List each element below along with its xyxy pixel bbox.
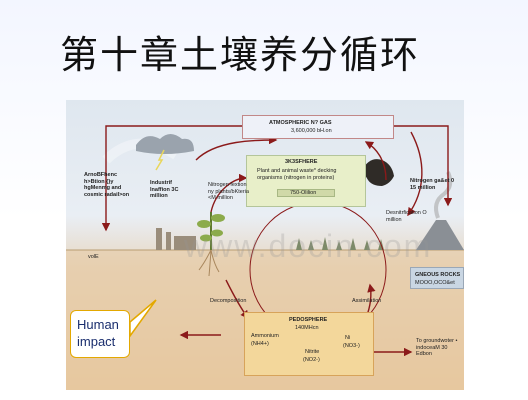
igneous-rocks-box: GNEOUS ROCKS MOOO,OCO&et bbox=[410, 267, 464, 289]
decomposition-label: Decomposition bbox=[210, 298, 247, 304]
nitrite-label: Nitrite bbox=[305, 349, 320, 355]
nitrogen-gas-text: Nitrogen ga&et 0 15 million bbox=[410, 178, 455, 191]
rocks-value: MOOO,OCO&et bbox=[415, 280, 455, 286]
page-title: 第十章土壤养分循环 bbox=[60, 33, 421, 77]
biosphere-box: 3K3SFHERE Plant and animal waste* deckin… bbox=[246, 155, 366, 207]
denitrification-text: Desnitrfication O million bbox=[386, 210, 427, 223]
plant-illustration bbox=[197, 212, 225, 277]
lightning-bolt bbox=[155, 149, 165, 171]
volcano bbox=[416, 220, 464, 250]
volcano-smoke bbox=[434, 171, 453, 219]
ammonium-formula: (NH4+) bbox=[251, 341, 269, 347]
factory bbox=[156, 228, 196, 250]
callout-line-1: Human bbox=[77, 317, 119, 332]
volcanic-text: volE bbox=[88, 254, 99, 260]
rocks-label: GNEOUS ROCKS bbox=[415, 272, 461, 278]
lightning-text: ArnoBFhenc h>Btion {}y hgMenmg and cosmi… bbox=[84, 172, 130, 198]
nitrogen-cycle-diagram: www.docin.com ATMOSPHERIC N? GAS 3,600,0… bbox=[66, 100, 464, 390]
dead-tree bbox=[362, 159, 394, 186]
ammonium-label: Ammonium bbox=[251, 333, 279, 339]
pedosphere-value: 140MHcn bbox=[295, 325, 319, 331]
groundwater-text: To groundwoter • indoceaM 30 Edbon bbox=[416, 338, 458, 357]
watermark: www.docin.com bbox=[184, 228, 433, 264]
callout-line-2: impact bbox=[77, 334, 116, 349]
atmosphere-value: 3,600,000 bH.on bbox=[291, 128, 332, 134]
nitrate-formula: (NO3-) bbox=[343, 343, 360, 349]
callout-pointer bbox=[129, 299, 157, 339]
nitrite-formula: (NO2-) bbox=[303, 357, 320, 363]
cycle-arrows bbox=[101, 125, 453, 361]
biosphere-value: 750-Olilion bbox=[290, 190, 317, 196]
atmosphere-box: ATMOSPHERIC N? GAS 3,600,000 bH.on bbox=[242, 115, 394, 139]
biosphere-desc: Plant and animal waste* decking organism… bbox=[257, 168, 337, 181]
storm-cloud bbox=[136, 134, 194, 154]
human-impact-callout: Human impact bbox=[70, 310, 130, 358]
nitrate-label: Ni bbox=[345, 335, 351, 341]
biosphere-label: 3K3SFHERE bbox=[285, 159, 318, 165]
industrial-text: Industrif lnaffion 3C million bbox=[150, 180, 179, 199]
biosphere-value-box: 750-Olilion bbox=[277, 189, 335, 197]
pedosphere-label: PEDOSPHERE bbox=[289, 317, 328, 323]
assimilation-label: Assimilation bbox=[352, 298, 382, 304]
fixation-text: Nitrogen fextion ny plants/bKteria <M mi… bbox=[208, 182, 249, 201]
pedosphere-box: PEDOSPHERE 140MHcn Ammonium (NH4+) Nitri… bbox=[244, 312, 374, 376]
atmosphere-label: ATMOSPHERIC N? GAS bbox=[269, 120, 332, 126]
forest-strip bbox=[296, 237, 384, 250]
